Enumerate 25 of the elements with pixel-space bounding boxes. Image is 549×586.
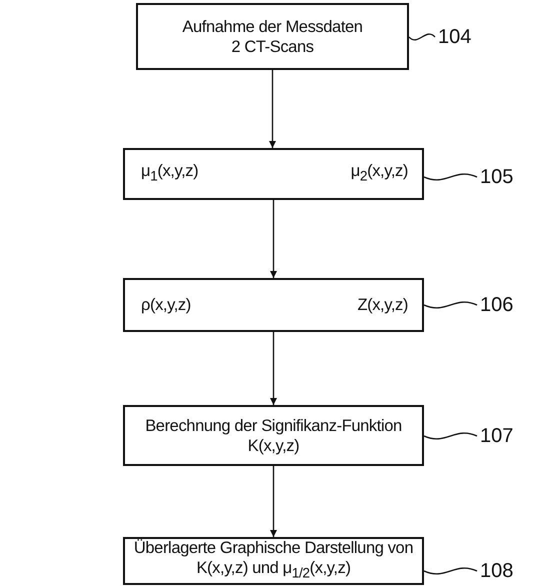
arrow — [269, 70, 276, 148]
reference-number: 104 — [438, 26, 472, 48]
leader-line — [424, 174, 478, 180]
formula-text: μ$_{2}$(x,y,z) — [350, 161, 408, 186]
process-box — [136, 3, 409, 70]
process-box — [123, 148, 424, 200]
formula-text: Z(x,y,z) — [357, 295, 408, 315]
step-text: Berechnung der Signifikanz-Funktion K(x,y,z) — [144, 416, 403, 456]
leader-line — [424, 302, 478, 308]
formula-text: μ$_{1}$(x,y,z) — [141, 161, 198, 186]
arrow — [270, 332, 277, 405]
leader-line — [424, 432, 478, 440]
leader-line — [424, 568, 478, 574]
reference-number: 108 — [480, 560, 514, 582]
step-text: Überlagerte Graphische Darstellung von K(x,y,z) und μ$_{1/2}$(x,y,z) — [132, 538, 414, 583]
reference-number: 105 — [480, 166, 514, 188]
arrow — [270, 200, 277, 278]
process-box — [123, 278, 424, 332]
reference-number: 106 — [480, 294, 514, 316]
reference-number: 107 — [480, 425, 514, 447]
process-box — [123, 405, 424, 466]
step-text: Aufnahme der Messdaten 2 CT-Scans — [181, 16, 364, 56]
arrow — [270, 466, 277, 537]
formula-text: ρ(x,y,z) — [141, 295, 191, 315]
leader-line — [408, 34, 436, 40]
